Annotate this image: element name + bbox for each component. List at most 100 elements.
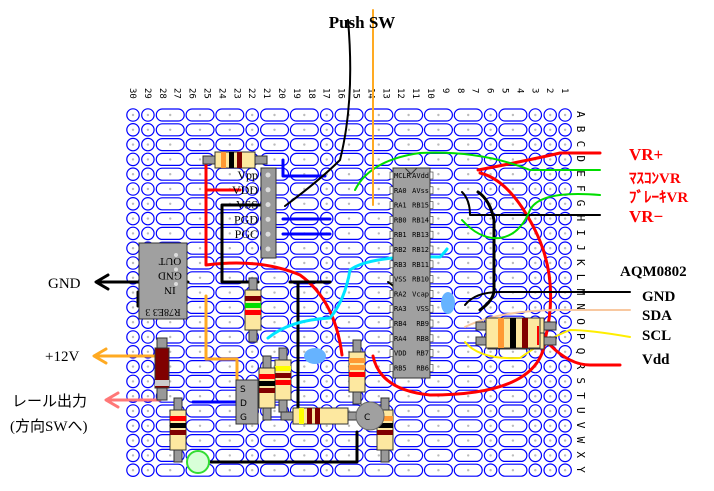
column-number: 25 xyxy=(202,88,212,99)
hole-dot xyxy=(347,335,351,339)
hole-dot xyxy=(228,291,231,294)
column-number: 12 xyxy=(395,88,405,99)
hole-dot xyxy=(131,143,135,146)
wire-peach-sda xyxy=(464,309,631,328)
hole-dot xyxy=(437,380,440,383)
hole-dot xyxy=(437,247,440,250)
resistor-r1 xyxy=(244,277,262,343)
hole-dot xyxy=(377,350,380,353)
regulator-pin-label: IN xyxy=(164,284,176,296)
column-number: 30 xyxy=(127,88,137,99)
mcu-pin xyxy=(429,201,434,209)
hole-dot xyxy=(563,128,567,131)
hole-dot xyxy=(549,469,552,472)
hole-dot xyxy=(511,143,515,146)
hole-dot xyxy=(347,217,351,220)
hole-dot xyxy=(228,321,231,324)
hole-dot xyxy=(303,424,306,427)
hole-dot xyxy=(251,113,254,117)
pin-header-label: VSS xyxy=(236,198,258,212)
hole-dot xyxy=(169,113,172,117)
hole-dot xyxy=(325,469,328,472)
hole-dot xyxy=(467,276,470,279)
mcu-pin xyxy=(389,186,394,195)
hole-dot xyxy=(467,247,470,250)
hole-dot xyxy=(131,173,135,176)
hole-dot xyxy=(489,247,492,250)
hole-dot xyxy=(251,232,254,235)
hole-dot xyxy=(198,291,202,294)
mcu-pin xyxy=(429,275,434,283)
hole-dot xyxy=(534,439,537,442)
hole-dot xyxy=(534,306,537,309)
hole-dot xyxy=(347,128,351,131)
row-letter: B xyxy=(574,126,587,133)
hole-dot xyxy=(146,173,150,176)
resistor-band xyxy=(349,372,365,377)
hole-dot xyxy=(146,395,150,398)
hole-dot xyxy=(511,306,515,309)
hole-dot xyxy=(131,232,135,235)
hole-dot xyxy=(303,291,306,294)
hole-dot xyxy=(563,335,567,339)
hole-dot xyxy=(146,439,150,442)
column-number: 29 xyxy=(142,88,152,99)
hole-dot xyxy=(198,365,202,368)
resistor-band xyxy=(259,381,275,386)
row-letter: X xyxy=(574,451,587,458)
resistor-network-band xyxy=(510,318,516,348)
hole-dot xyxy=(377,469,380,472)
hole-dot xyxy=(437,365,440,368)
title-push-sw: Push SW xyxy=(329,13,396,32)
fet xyxy=(235,379,259,425)
hole-dot xyxy=(228,350,231,353)
hole-dot xyxy=(325,439,328,442)
wire-green-brake xyxy=(461,193,601,240)
hole-dot xyxy=(273,306,276,309)
label-vdd: Vdd xyxy=(642,352,670,368)
wire-red-vdd xyxy=(204,158,344,357)
hole-dot xyxy=(146,202,150,205)
hole-dot xyxy=(563,469,567,472)
hole-dot xyxy=(437,321,440,324)
label-vr-plus: VR+ xyxy=(629,145,663,164)
hole-dot xyxy=(377,335,380,339)
hole-dot xyxy=(347,158,351,161)
mcu-pin-label: RB10 xyxy=(412,276,429,284)
mcu-pin xyxy=(389,216,394,224)
row-letter: D xyxy=(574,155,587,162)
wire-green-mascon xyxy=(354,151,601,191)
hole-dot xyxy=(169,143,172,146)
column-number: 8 xyxy=(455,88,465,93)
hole-dot xyxy=(534,395,537,398)
gnd-arrow-icon xyxy=(94,273,110,291)
hole-dot xyxy=(198,187,202,191)
hole-dot xyxy=(489,187,492,191)
hole-dot xyxy=(467,321,470,324)
wire-black xyxy=(204,430,359,464)
hole-dot xyxy=(347,143,351,146)
fet-pin-label: D xyxy=(240,399,247,409)
pin-header-label: Vpp xyxy=(237,168,258,182)
resistor-pullup xyxy=(202,151,268,169)
hole-dot xyxy=(437,187,440,191)
hole-dot xyxy=(563,454,567,457)
hole-dot xyxy=(131,424,135,427)
hole-dot xyxy=(467,365,470,368)
hole-dot xyxy=(273,424,276,427)
hole-dot xyxy=(228,247,231,250)
hole-dot xyxy=(228,380,231,383)
mcu-pin xyxy=(429,334,434,343)
mcu-pin xyxy=(429,216,434,224)
hole-dot xyxy=(437,173,440,176)
row-letter: H xyxy=(574,215,587,222)
row-letter: U xyxy=(574,407,587,414)
hole-dot xyxy=(325,454,328,457)
mcu-pin-label: AVdd xyxy=(412,172,429,180)
mcu-pin xyxy=(429,245,434,254)
hole-dot xyxy=(198,439,202,442)
hole-dot xyxy=(467,291,470,294)
row-letter: W xyxy=(574,437,587,444)
